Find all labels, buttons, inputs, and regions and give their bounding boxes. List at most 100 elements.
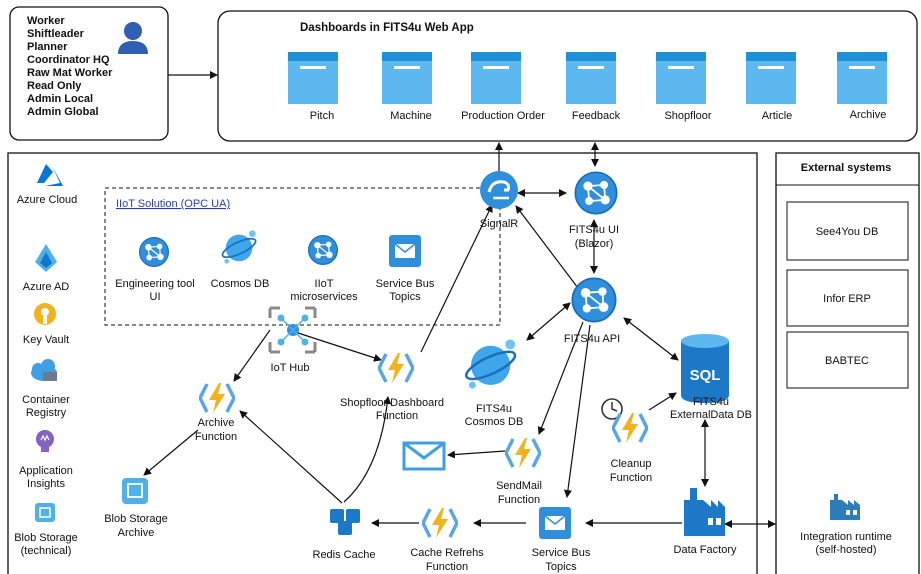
fits4u-api-node[interactable]: FITS4u API — [564, 277, 620, 345]
sidebar-label: (technical) — [21, 545, 72, 557]
cache-refresh-function[interactable]: Cache Refrehs Function — [410, 506, 484, 573]
iiot-microservices: IIoT microservices — [290, 235, 358, 303]
dashboard-icon — [746, 52, 796, 104]
clock-icon — [601, 398, 623, 420]
iot-hub-label: IoT Hub — [271, 362, 310, 374]
iiot-label: Engineering tool — [115, 278, 195, 290]
globe-icon — [571, 277, 617, 323]
fits4u-api-label: FITS4u API — [564, 333, 620, 345]
dashboard-archive[interactable]: Archive — [837, 52, 887, 121]
signalr-node[interactable]: SignalR — [480, 171, 519, 230]
external-infor-erp[interactable]: Infor ERP — [786, 269, 909, 327]
sendmail-fn-label: SendMail — [496, 480, 542, 492]
service-bus-topics[interactable]: Service Bus Topics — [532, 507, 591, 573]
iiot-label: Service Bus — [376, 278, 435, 290]
fits4u-externaldata-db[interactable]: SQL FITS4u ExternalData DB — [670, 334, 752, 421]
cosmos-icon — [464, 338, 520, 390]
service-bus-icon — [539, 507, 571, 539]
sidebar-container-registry: Container Registry — [22, 359, 70, 419]
sidebar-label: Application — [19, 465, 73, 477]
sendmail-fn-label: Function — [498, 494, 540, 506]
dashboard-shopfloor[interactable]: Shopfloor — [656, 52, 712, 122]
connectors — [143, 142, 776, 528]
dashboard-label: Machine — [390, 110, 432, 122]
roles-box: Worker Shiftleader Planner Coordinator H… — [9, 6, 169, 141]
cleanup-fn-label: Function — [610, 472, 652, 484]
service-bus-icon — [389, 235, 421, 267]
redis-icon — [330, 509, 360, 535]
redis-cache[interactable]: Redis Cache — [313, 509, 376, 561]
archive-fn-label: Function — [195, 431, 237, 443]
iiot-label: microservices — [290, 291, 358, 303]
iot-hub-icon — [268, 306, 317, 354]
external-see4you-db[interactable]: See4You DB — [786, 201, 909, 261]
sidebar-label: Blob Storage — [14, 532, 78, 544]
function-icon — [422, 506, 458, 540]
role-worker: Worker — [27, 15, 65, 27]
fits4u-ui-node[interactable]: FITS4u UI (Blazor) — [569, 171, 619, 250]
sidebar-label: Azure Cloud — [17, 194, 78, 206]
dashboard-icon — [288, 52, 338, 104]
redis-label: Redis Cache — [313, 549, 376, 561]
data-factory[interactable]: Data Factory — [674, 488, 737, 556]
signalr-label: SignalR — [480, 218, 519, 230]
sidebar-azure-ad: Azure AD — [23, 244, 69, 293]
iiot-label: IIoT — [315, 278, 334, 290]
dashboard-label: Production Order — [461, 110, 545, 122]
dashboards-title: Dashboards in FITS4u Web App — [300, 22, 474, 34]
cleanup-fn-label: Cleanup — [611, 458, 652, 470]
archive-fn-label: Archive — [198, 417, 235, 429]
sidebar-label: Registry — [26, 407, 67, 419]
blob-storage-archive[interactable]: Blob Storage Archive — [104, 478, 168, 539]
cache-fn-label: Cache Refrehs — [410, 547, 484, 559]
globe-icon — [139, 237, 169, 267]
dashboard-feedback[interactable]: Feedback — [566, 52, 621, 122]
shopfloor-fn-label: Shopfloor Dashboard — [340, 397, 444, 409]
external-babtec[interactable]: BABTEC — [786, 331, 909, 389]
iiot-service-bus: Service Bus Topics — [376, 235, 435, 303]
factory-icon — [684, 488, 725, 536]
dashboard-production-order[interactable]: Production Order — [461, 52, 545, 122]
iiot-solution-box: IIoT Solution (OPC UA) Engineering tool … — [104, 187, 501, 326]
azure-cloud-container — [7, 152, 758, 574]
role-admin-global: Admin Global — [27, 106, 99, 118]
role-coordinator-hq: Coordinator HQ — [27, 54, 110, 66]
function-icon — [612, 411, 648, 445]
external-db-label: ExternalData DB — [670, 409, 752, 421]
role-planner: Planner — [27, 41, 68, 53]
sql-text: SQL — [690, 367, 721, 384]
archive-function[interactable]: Archive Function — [195, 381, 237, 443]
fits4u-cosmos-db[interactable]: FITS4u Cosmos DB — [463, 338, 524, 429]
sidebar-label: Container — [22, 394, 70, 406]
function-icon — [199, 381, 235, 415]
role-read-only: Read Only — [27, 80, 82, 92]
sidebar-blob-storage-technical: Blob Storage (technical) — [14, 503, 78, 557]
sendmail-function[interactable]: SendMail Function — [496, 436, 542, 506]
shopfloor-fn-label: Function — [376, 410, 418, 422]
dashboards-box: Dashboards in FITS4u Web App Pitch Machi… — [217, 10, 918, 142]
iiot-title: IIoT Solution (OPC UA) — [116, 198, 230, 210]
sidebar-application-insights: Application Insights — [19, 430, 73, 490]
integration-label-1: Integration runtime — [800, 531, 892, 543]
iot-hub-node[interactable]: IoT Hub — [268, 306, 317, 374]
integration-label-2: (self-hosted) — [815, 544, 876, 556]
mail-node — [402, 441, 446, 471]
dashboard-machine[interactable]: Machine — [382, 52, 432, 122]
cosmos-label: Cosmos DB — [465, 416, 524, 428]
factory-icon — [830, 494, 860, 520]
data-factory-label: Data Factory — [674, 544, 737, 556]
cleanup-function[interactable]: Cleanup Function — [601, 398, 652, 484]
dashboard-article[interactable]: Article — [746, 52, 796, 122]
dashboard-label: Article — [762, 110, 793, 122]
dashboard-pitch[interactable]: Pitch — [288, 52, 338, 122]
role-shiftleader: Shiftleader — [27, 28, 85, 40]
iiot-label: Cosmos DB — [211, 278, 270, 290]
azure-icon — [37, 164, 63, 186]
iiot-engineering-tool: Engineering tool UI — [115, 237, 195, 303]
integration-runtime[interactable]: Integration runtime (self-hosted) — [800, 494, 892, 556]
blob-archive-label: Blob Storage — [104, 513, 168, 525]
shopfloor-dashboard-function[interactable]: Shopfloor Dashboard Function — [340, 351, 444, 422]
role-admin-local: Admin Local — [27, 93, 93, 105]
user-icon — [118, 22, 148, 54]
